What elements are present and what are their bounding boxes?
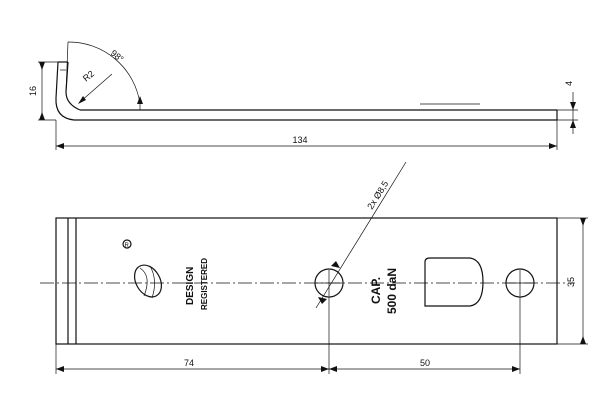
design-text: DESIGN <box>185 267 196 305</box>
registered-symbol: R <box>125 243 130 249</box>
bend-radius-label: R2 <box>81 68 96 83</box>
hole-offset-label: 74 <box>184 358 194 368</box>
side-view: 98° R2 16 4 134 <box>28 41 578 150</box>
capacity-text-line2: 500 daN <box>385 268 399 314</box>
thickness-label: 4 <box>564 81 574 86</box>
width-label: 35 <box>566 277 576 287</box>
top-view: 2x Ø8,5 R DESIGN REGISTERED CAP. 500 daN… <box>40 161 588 374</box>
length-label: 134 <box>292 135 307 145</box>
bend-angle-label: 98° <box>109 48 126 65</box>
logo-mark: R <box>122 239 163 299</box>
height-side-label: 16 <box>28 86 38 96</box>
registered-text: REGISTERED <box>200 258 209 310</box>
capacity-text-line1: CAP. <box>369 277 383 304</box>
hole-spec-label: 2x Ø8,5 <box>365 179 390 211</box>
hole-spacing-label: 50 <box>420 358 430 368</box>
